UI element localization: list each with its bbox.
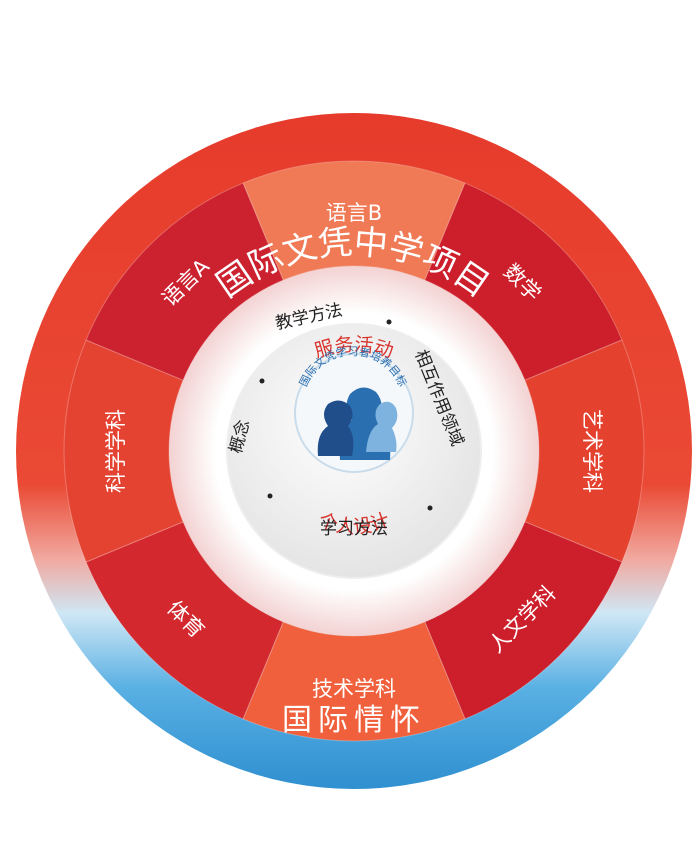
global-context-label: 国际情怀 — [282, 703, 426, 738]
learner-silhouettes-icon — [317, 387, 398, 460]
subject-sectors — [63, 160, 645, 742]
subject-label: 语言B — [326, 201, 382, 225]
subject-sector — [424, 521, 623, 720]
subject-sector — [424, 182, 623, 381]
subject-sector — [85, 182, 284, 381]
core-dot — [259, 378, 265, 384]
subject-label: 技术学科 — [312, 677, 396, 701]
core-dot — [267, 493, 273, 499]
subject-sector — [242, 160, 466, 281]
subject-sector — [85, 521, 284, 720]
subject-sector — [63, 339, 184, 563]
core-dot — [386, 319, 392, 325]
subject-sector — [242, 621, 466, 742]
subject-label: 科学学科 — [104, 409, 128, 493]
subject-sector — [524, 339, 645, 563]
subject-label: 艺术学科 — [580, 409, 604, 493]
core-dot — [427, 505, 433, 511]
core-label-bottom: 学习方法 — [320, 519, 388, 539]
